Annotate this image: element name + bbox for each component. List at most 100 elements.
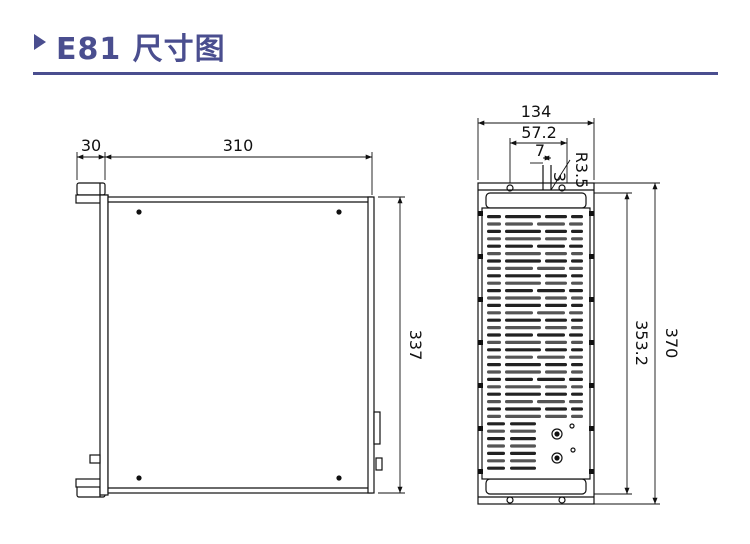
vent-slot: [505, 266, 533, 270]
vent-slot: [545, 281, 567, 285]
vent-slot: [537, 377, 565, 381]
vent-slot: [487, 422, 505, 426]
dim-slot-width: 7: [535, 141, 545, 160]
dim-total-height: 370: [662, 328, 681, 359]
vent-slot: [505, 355, 533, 359]
vent-slot: [571, 414, 583, 418]
vent-slot: [505, 244, 533, 248]
vent-slot: [505, 229, 541, 233]
front-panel: [99, 194, 109, 496]
vent-slot: [487, 266, 501, 270]
header: E81 尺寸图: [0, 0, 750, 80]
vent-slot: [537, 266, 565, 270]
vent-slot: [545, 303, 567, 307]
vent-slot: [487, 444, 505, 448]
vent-slot: [487, 451, 505, 455]
vent-slot: [505, 348, 541, 352]
vent-slot: [505, 370, 541, 374]
vent-slot: [505, 222, 533, 226]
vent-slot: [487, 326, 501, 330]
vent-slot: [537, 222, 565, 226]
vent-slot: [505, 385, 541, 389]
vent-slot: [505, 252, 541, 256]
vent-slot: [545, 363, 567, 367]
vent-slot: [487, 377, 501, 381]
vent-slot: [537, 355, 565, 359]
vent-slot: [545, 229, 567, 233]
vent-slot: [571, 259, 583, 263]
vent-slot: [487, 244, 501, 248]
vent-slot: [510, 466, 536, 470]
vent-slot: [487, 229, 501, 233]
vent-slot: [569, 222, 583, 226]
vent-slot: [487, 215, 501, 219]
vent-slot: [545, 237, 567, 241]
vent-slot: [487, 348, 501, 352]
vent-slot: [487, 392, 501, 396]
vent-slot: [510, 422, 536, 426]
vent-slot: [505, 400, 533, 404]
vent-slot: [487, 311, 501, 315]
vent-slot: [571, 303, 583, 307]
vent-slot: [571, 407, 583, 411]
vent-slot: [487, 363, 501, 367]
vent-slot: [487, 414, 501, 418]
vent-slot: [487, 289, 501, 293]
dim-inner-height: 353.2: [632, 320, 651, 366]
vent-slot: [571, 363, 583, 367]
vent-slot: [571, 252, 583, 256]
vent-slot: [571, 237, 583, 241]
vent-slot: [569, 377, 583, 381]
dim-handle-width: 30: [81, 136, 101, 155]
vent-slot: [487, 259, 501, 263]
vent-slot: [487, 437, 505, 441]
title-underline: [33, 72, 718, 75]
vent-slot: [537, 333, 565, 337]
vent-slot: [545, 370, 567, 374]
vent-slot: [505, 407, 541, 411]
vent-slot: [505, 259, 541, 263]
vent-slot: [505, 296, 541, 300]
vent-slot: [505, 392, 541, 396]
vent-slot: [505, 215, 541, 219]
vent-slot: [505, 303, 541, 307]
vent-slot: [487, 340, 501, 344]
vent-slot: [487, 466, 505, 470]
top-handle: [76, 182, 106, 196]
vent-slot: [505, 363, 541, 367]
dim-front-width: 134: [521, 102, 552, 121]
side-view: [75, 182, 383, 498]
vent-slot: [537, 244, 565, 248]
vent-slot: [571, 326, 583, 330]
vent-slot: [510, 444, 536, 448]
vent-slot: [545, 414, 567, 418]
vent-slot: [487, 333, 501, 337]
page-title: E81 尺寸图: [56, 32, 226, 67]
dim-hole-spacing: 57.2: [521, 123, 557, 142]
vent-slot: [571, 392, 583, 396]
vent-slot: [505, 237, 541, 241]
vent-slot: [569, 333, 583, 337]
vent-slot: [510, 451, 536, 455]
vent-slot: [505, 340, 541, 344]
vent-slot: [571, 340, 583, 344]
dim-body-width: 310: [223, 136, 254, 155]
vent-slot: [569, 244, 583, 248]
vent-slot: [487, 318, 501, 322]
vent-slot: [505, 318, 541, 322]
vent-slot: [571, 215, 583, 219]
vent-slot: [487, 303, 501, 307]
vent-slot: [487, 237, 501, 241]
vent-slot: [505, 414, 541, 418]
vent-slot: [537, 311, 565, 315]
vent-slot: [487, 407, 501, 411]
vent-slot: [487, 281, 501, 285]
vent-slot: [571, 370, 583, 374]
vent-slot: [571, 229, 583, 233]
panel-corner-marks: [478, 211, 594, 474]
vent-slot: [545, 326, 567, 330]
vent-slot: [505, 326, 541, 330]
vent-slot: [487, 459, 505, 463]
vent-slot: [545, 215, 567, 219]
dim-side-height: 337: [406, 330, 425, 361]
